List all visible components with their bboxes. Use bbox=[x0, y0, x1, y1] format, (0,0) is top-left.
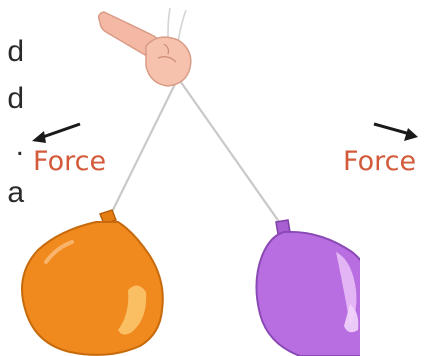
left-arrow-icon bbox=[32, 124, 80, 143]
hand-icon bbox=[99, 12, 191, 86]
purple-balloon-icon bbox=[256, 220, 434, 356]
force-label-right: Force bbox=[343, 146, 416, 177]
right-arrow-icon bbox=[374, 124, 418, 141]
force-label-left: Force bbox=[33, 146, 106, 177]
orange-balloon-icon bbox=[22, 210, 163, 355]
